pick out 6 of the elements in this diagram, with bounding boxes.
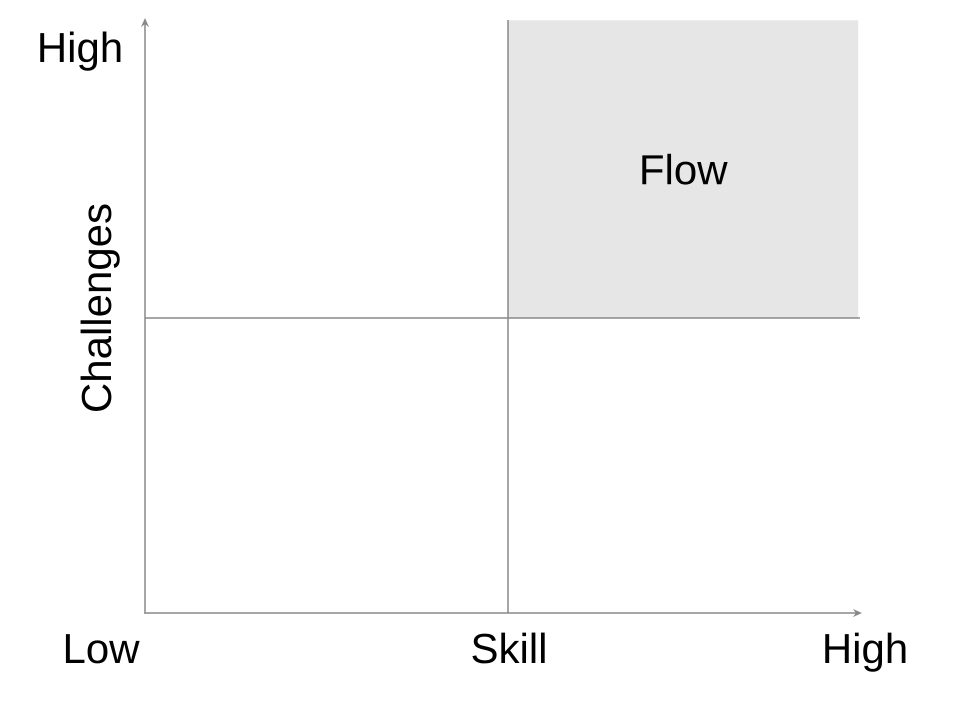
quadrant-box: Flow xyxy=(508,20,858,318)
axis-label: High xyxy=(825,632,906,672)
axis-title: Challenges xyxy=(80,204,120,411)
axis-label: Low xyxy=(66,634,140,664)
axis-label: High xyxy=(40,32,120,71)
axis-title: Skill xyxy=(472,632,545,664)
